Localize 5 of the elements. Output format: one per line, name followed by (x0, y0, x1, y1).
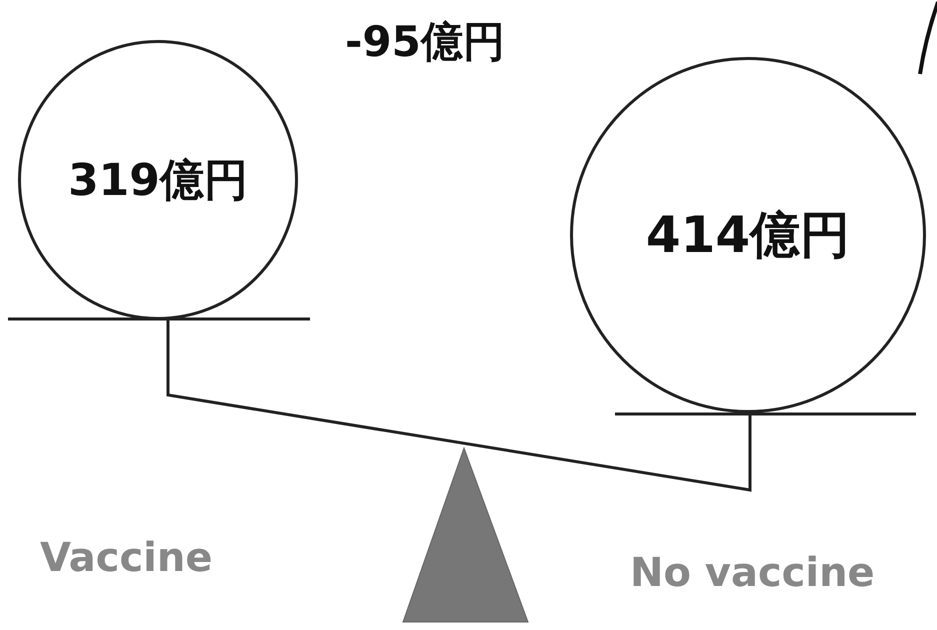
title: -95億円 (345, 16, 505, 68)
group-label: Vaccine (40, 535, 212, 581)
group-label: No vaccine (630, 550, 875, 596)
amount-text: 319億円 (68, 154, 248, 208)
amount-text: 414億円 (646, 204, 850, 266)
